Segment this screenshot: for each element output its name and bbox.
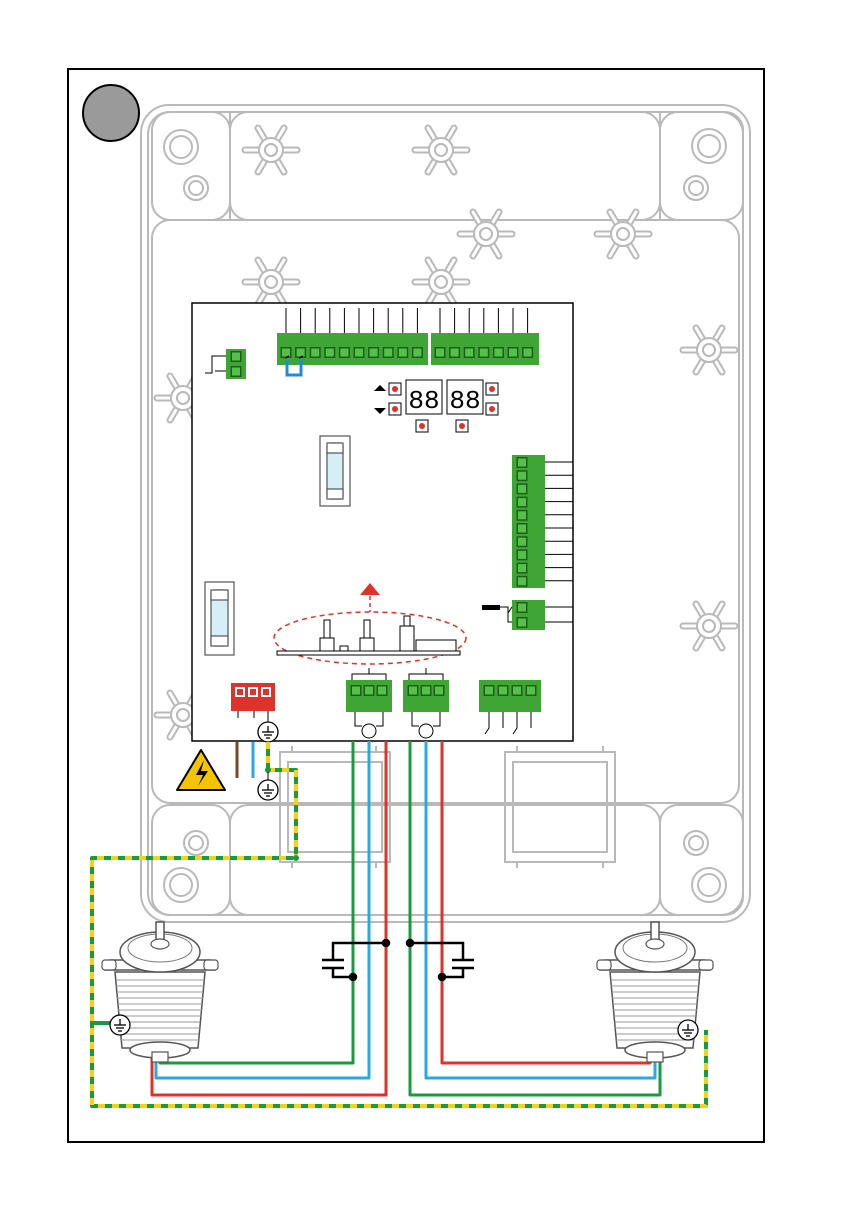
- gear-motor-icon-right: [597, 922, 713, 1062]
- terminal-right-side: [517, 549, 528, 560]
- terminal-top-right: [508, 347, 519, 358]
- terminal-top-right: [464, 347, 475, 358]
- fuse-upper: [320, 436, 350, 506]
- earth-ground-icon: [110, 1015, 130, 1035]
- terminal-right-side: [517, 563, 528, 574]
- terminal-top-left: [324, 347, 335, 358]
- terminal-right-side: [517, 470, 528, 481]
- terminal-right-side: [517, 576, 528, 587]
- terminal-top-left: [412, 347, 423, 358]
- capacitor-terminal-2: [419, 724, 433, 738]
- terminal-top-left: [295, 347, 306, 358]
- terminal-top-right: [449, 347, 460, 358]
- capacitor-icon: [322, 940, 389, 980]
- terminal-right-side: [517, 457, 528, 468]
- terminal-right-side: [517, 523, 528, 534]
- terminal-top-left: [368, 347, 379, 358]
- terminal-top-left: [397, 347, 408, 358]
- gear-motor-icon-left: [102, 922, 218, 1062]
- terminal-right-side: [517, 483, 528, 494]
- display-right-digits: 88: [449, 386, 480, 416]
- fuse-lower: [205, 582, 234, 655]
- capacitor-terminal-1: [362, 724, 376, 738]
- terminal-top-left: [383, 347, 394, 358]
- earth-ground-icon: [678, 1020, 698, 1040]
- step-badge: [83, 85, 139, 141]
- terminal-top-left: [310, 347, 321, 358]
- terminal-top-left: [339, 347, 350, 358]
- terminal-top-left: [281, 347, 292, 358]
- terminal-right-side: [517, 497, 528, 508]
- display-left-digits: 88: [408, 386, 439, 416]
- high-voltage-warning-icon: [177, 750, 225, 790]
- terminal-top-right: [493, 347, 504, 358]
- terminal-right-side: [517, 510, 528, 521]
- terminal-top-right: [522, 347, 533, 358]
- terminal-top-left: [354, 347, 365, 358]
- terminal-right-side: [517, 536, 528, 547]
- terminal-top-right: [435, 347, 446, 358]
- terminal-top-right: [478, 347, 489, 358]
